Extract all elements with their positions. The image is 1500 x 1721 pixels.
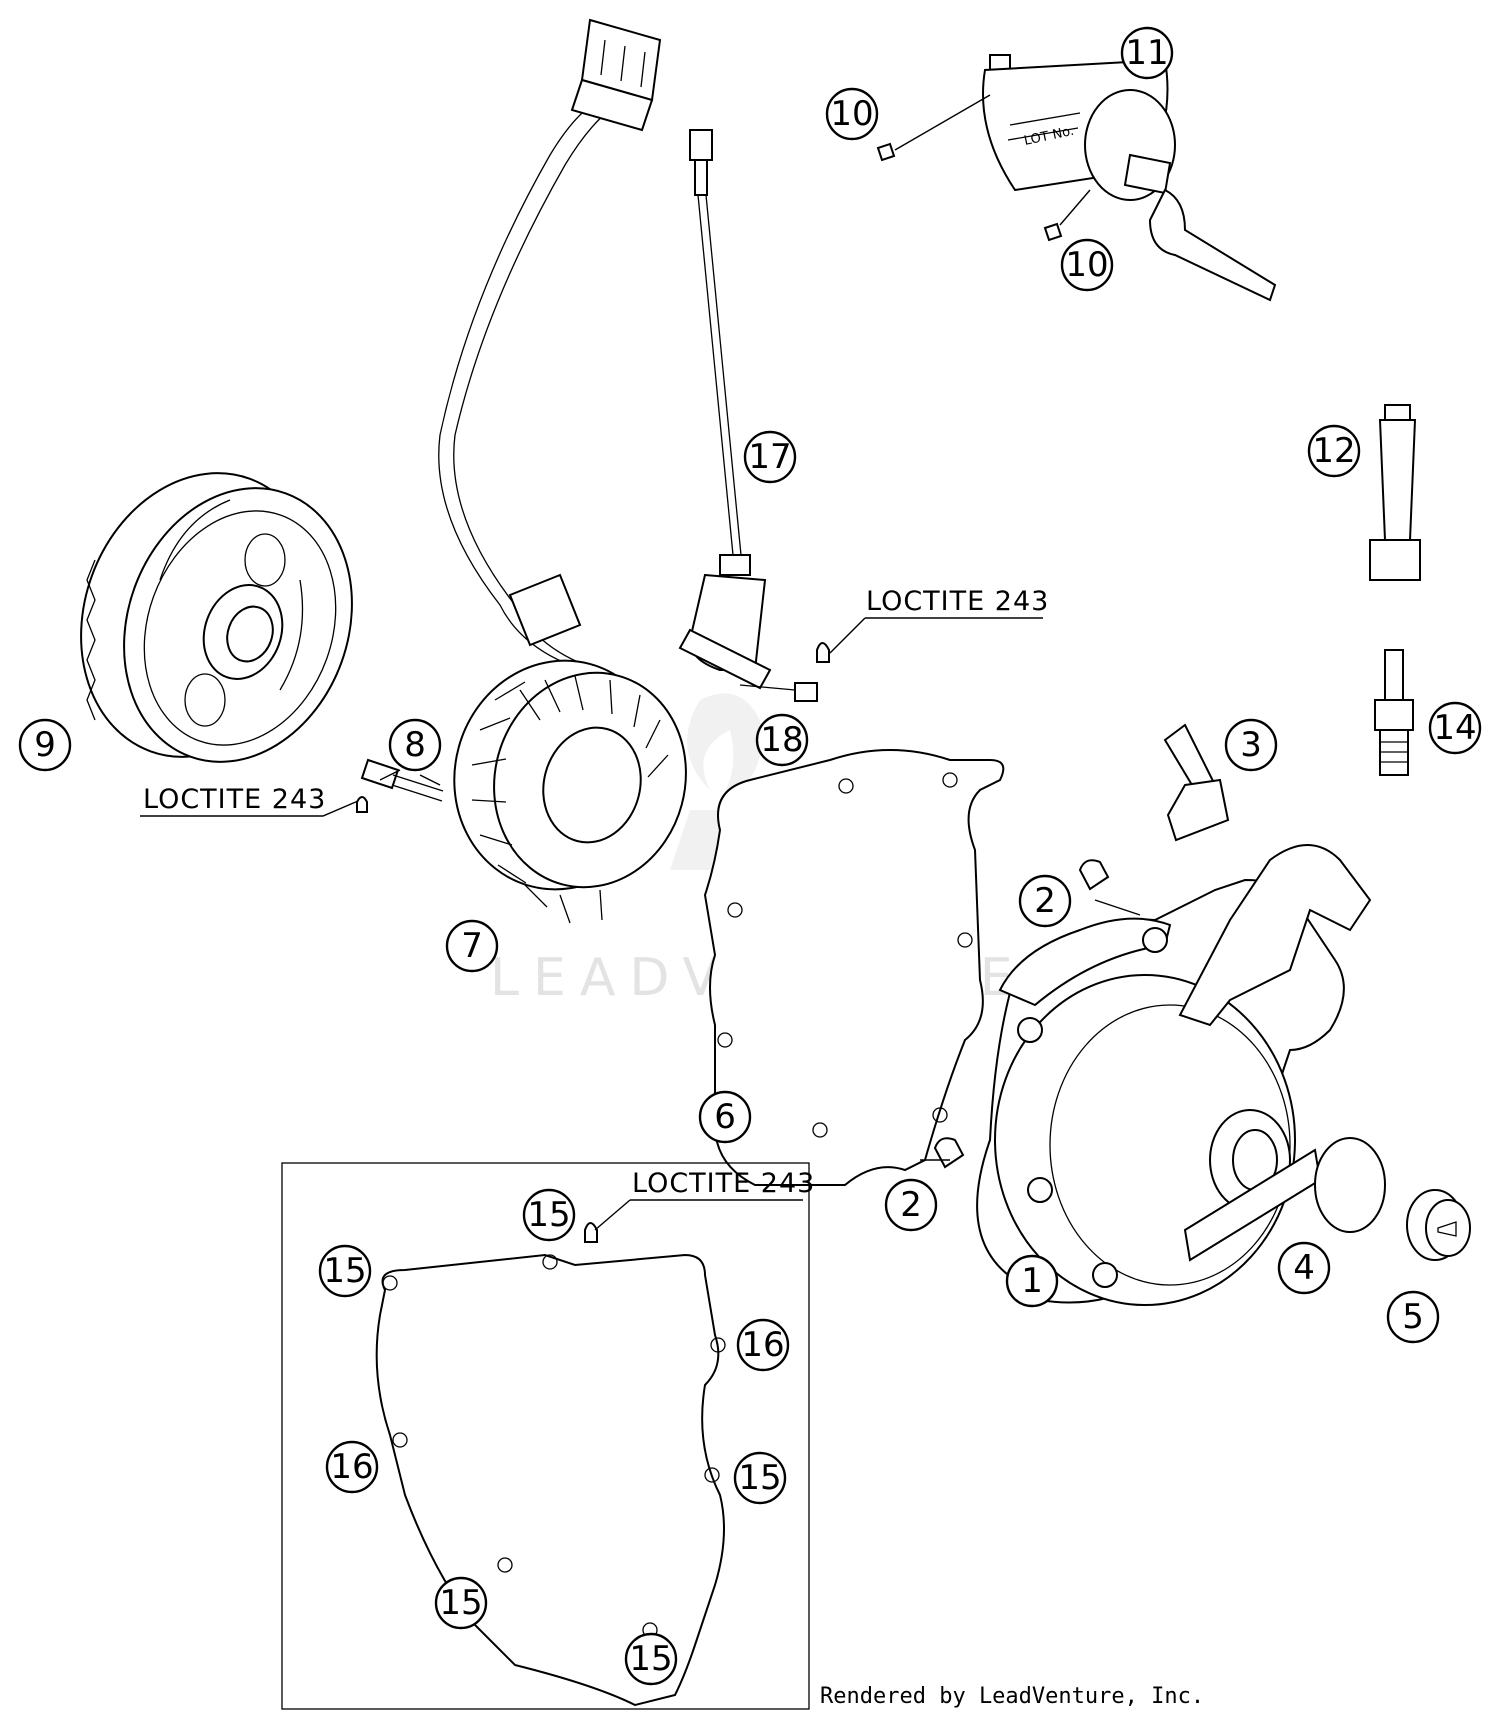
spark-plug-connector [1369,404,1421,581]
callout-16-left-number: 16 [330,1447,373,1487]
callout-6-number: 6 [714,1097,736,1137]
leader-lines [140,94,1141,1231]
callout-12: 12 [1307,424,1361,478]
stator-assembly [438,18,687,924]
callout-6: 6 [698,1090,752,1144]
callout-3-number: 3 [1240,725,1262,765]
kit-thread-lock-drop [584,1222,598,1243]
ignition-coil: LOT No. [876,54,1277,302]
flywheel-rotor [80,472,353,763]
stator-screw [356,758,444,813]
callout-17: 17 [743,430,797,484]
callout-15-d-number: 15 [439,1583,482,1623]
screw-plug [1406,1189,1471,1261]
loctite-note-sensor: LOCTITE 243 [866,586,1049,617]
callout-4-number: 4 [1293,1248,1315,1288]
callout-12-number: 12 [1312,431,1355,471]
callout-8: 8 [388,718,442,772]
callout-15-b-number: 15 [323,1251,366,1291]
callout-15-c-number: 15 [738,1458,781,1498]
cover-gasket [703,749,1005,1186]
callout-15-c: 15 [733,1451,787,1505]
sensor-thread-lock-drop [816,642,830,663]
callout-3: 3 [1224,718,1278,772]
gasket-kit-frame [281,1162,810,1710]
callout-16-right-number: 16 [741,1325,784,1365]
callout-7: 7 [445,919,499,973]
callout-16-left: 16 [325,1440,379,1494]
callout-11-number: 11 [1125,33,1168,73]
callout-14-number: 14 [1433,708,1476,748]
callout-9-number: 9 [34,725,56,765]
pickup-sensor [678,129,818,702]
gasket-kit [375,1253,726,1707]
callout-9: 9 [18,718,72,772]
callout-10-upper: 10 [825,87,879,141]
callout-4: 4 [1277,1241,1331,1295]
callout-1-number: 1 [1021,1261,1043,1301]
callout-18-number: 18 [760,720,803,760]
callout-2-lower-number: 2 [900,1185,922,1225]
callout-15-d: 15 [434,1576,488,1630]
callout-7-number: 7 [461,926,483,966]
bracket [1163,723,1230,842]
callout-17-number: 17 [748,437,791,477]
callout-10-lower-number: 10 [1065,245,1108,285]
dowel-sleeve-lower [933,1137,965,1169]
callout-14: 14 [1428,701,1482,755]
callout-1: 1 [1005,1254,1059,1308]
callout-10-upper-number: 10 [830,94,873,134]
callout-15-a-number: 15 [527,1195,570,1235]
credit-line: Rendered by LeadVenture, Inc. [820,1684,1204,1709]
callout-15-a: 15 [522,1188,576,1242]
stator-connector [570,18,662,132]
callout-8-number: 8 [404,725,426,765]
callout-15-b: 15 [318,1244,372,1298]
callout-5: 5 [1386,1290,1440,1344]
callout-2-upper-number: 2 [1034,881,1056,921]
callout-16-right: 16 [736,1318,790,1372]
callout-15-e: 15 [624,1632,678,1686]
callout-15-e-number: 15 [629,1639,672,1679]
callout-10-lower: 10 [1060,238,1114,292]
callout-2-lower: 2 [884,1178,938,1232]
callout-2-upper: 2 [1018,874,1072,928]
loctite-note-stator: LOCTITE 243 [143,784,326,815]
o-ring [1314,1137,1386,1233]
callout-18: 18 [755,713,809,767]
dowel-sleeve-upper [1078,859,1110,891]
spark-plug [1374,649,1414,776]
callout-5-number: 5 [1402,1297,1424,1337]
callout-11: 11 [1120,26,1174,80]
loctite-note-kit: LOCTITE 243 [632,1168,815,1199]
ignition-cover [976,844,1372,1306]
